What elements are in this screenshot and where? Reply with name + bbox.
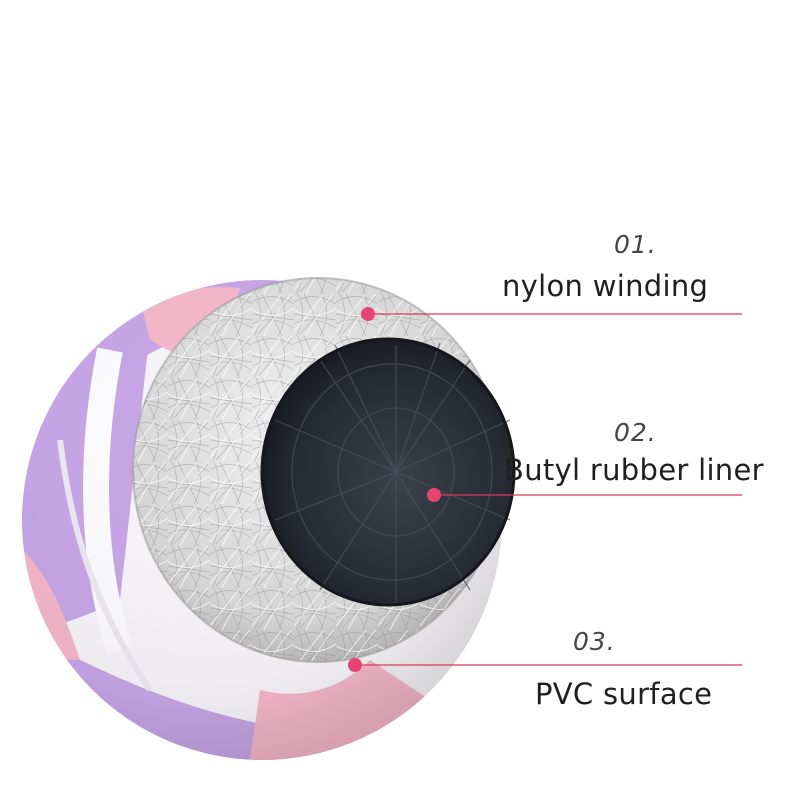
leader-lines bbox=[348, 307, 742, 672]
annotation-number-1: 01. bbox=[614, 230, 657, 259]
butyl-rubber-liner bbox=[260, 337, 516, 607]
marker-dot-rubber bbox=[427, 488, 441, 502]
annotation-label-nylon-winding: nylon winding bbox=[502, 269, 709, 303]
marker-dot-pvc bbox=[348, 658, 362, 672]
annotation-label-pvc-surface: PVC surface bbox=[535, 677, 713, 711]
annotation-number-3: 03. bbox=[573, 627, 616, 656]
annotation-label-butyl-rubber-liner: Butyl rubber liner bbox=[504, 453, 764, 487]
marker-dot-nylon bbox=[361, 307, 375, 321]
annotation-number-2: 02. bbox=[614, 418, 657, 447]
